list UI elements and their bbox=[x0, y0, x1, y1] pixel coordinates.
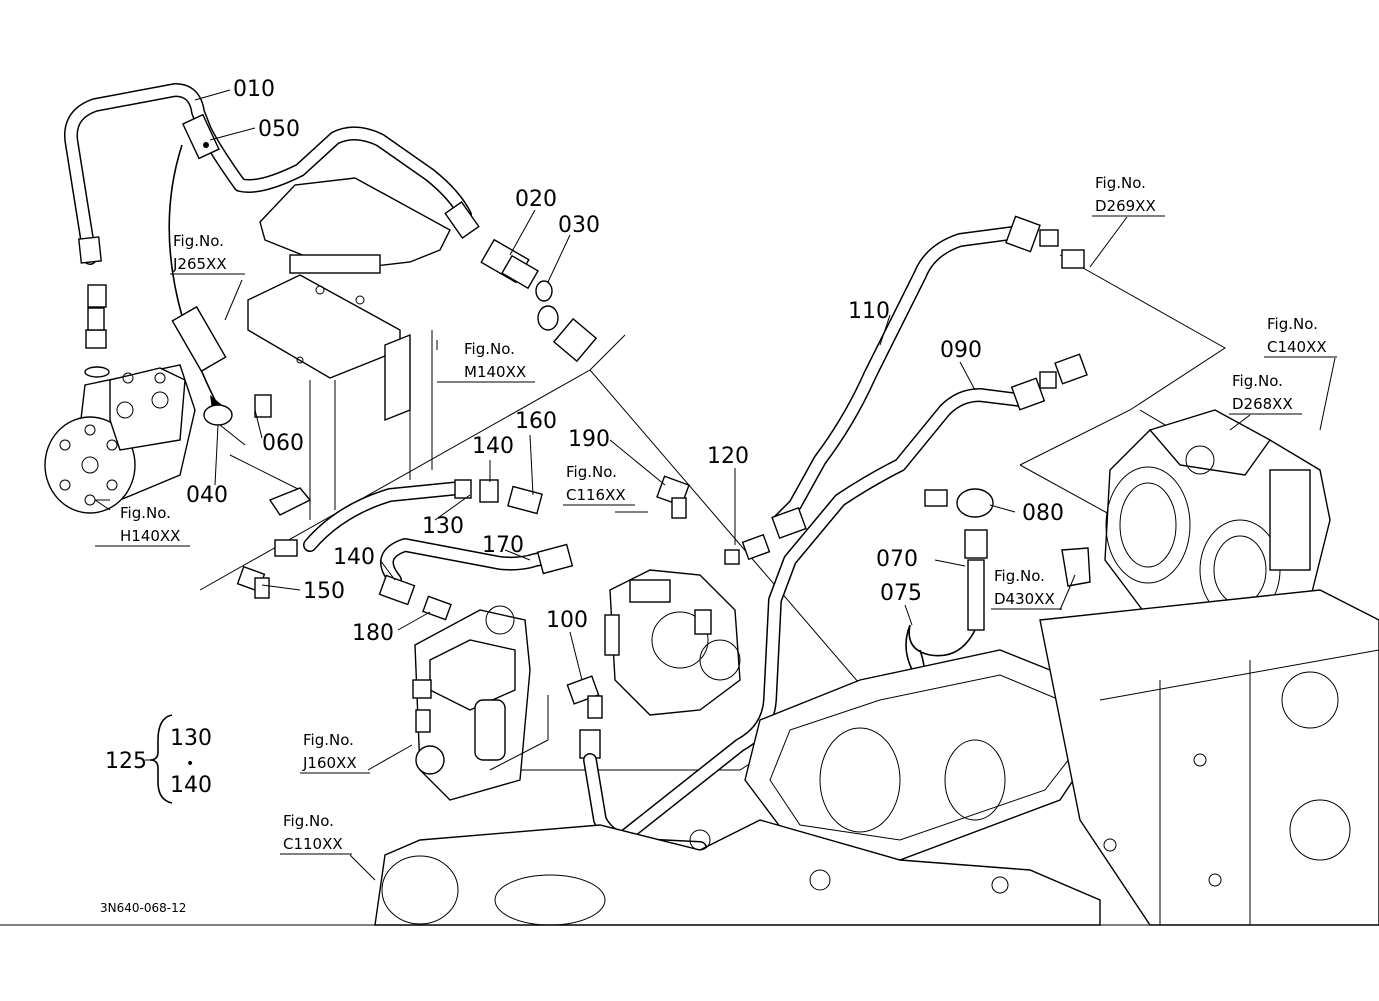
fitting-020-030 bbox=[480, 238, 598, 363]
fig-ref-j265: Fig.No. J265XX bbox=[170, 232, 245, 275]
fig-ref-h140: Fig.No. H140XX bbox=[95, 504, 190, 547]
fig-ref-label: Fig.No. bbox=[994, 567, 1045, 585]
drawing-code: 3N640-068-12 bbox=[100, 901, 186, 915]
fig-ref-d268: Fig.No. D268XX bbox=[1229, 372, 1302, 415]
part-label-080: 080 bbox=[1022, 501, 1064, 526]
part-label-150: 150 bbox=[303, 579, 345, 604]
fig-ref-j160: Fig.No. J160XX bbox=[300, 731, 370, 774]
fig-ref-code: H140XX bbox=[120, 527, 180, 545]
fig-ref-code: C110XX bbox=[283, 835, 343, 853]
part-label-110: 110 bbox=[848, 299, 890, 324]
fig-ref-code: C140XX bbox=[1267, 338, 1327, 356]
part-label-075: 075 bbox=[880, 581, 922, 606]
fig-ref-label: Fig.No. bbox=[464, 340, 515, 358]
pipe-070-080-075 bbox=[905, 488, 1091, 677]
part-label-030: 030 bbox=[558, 213, 600, 238]
bracket-125 bbox=[145, 714, 173, 804]
part-label-190: 190 bbox=[568, 427, 610, 452]
part-label-050: 050 bbox=[258, 117, 300, 142]
hose-130 bbox=[274, 479, 543, 557]
part-label-130: 130 bbox=[422, 514, 464, 539]
clip-040-060 bbox=[168, 144, 272, 446]
fig-ref-m140: Fig.No. M140XX bbox=[437, 340, 535, 383]
fig-ref-label: Fig.No. bbox=[1095, 174, 1146, 192]
fig-ref-code: D269XX bbox=[1095, 197, 1156, 215]
fig-ref-label: Fig.No. bbox=[120, 504, 171, 522]
fig-ref-code: M140XX bbox=[464, 363, 526, 381]
part-label-010: 010 bbox=[233, 77, 275, 102]
part-label-dot: • bbox=[186, 756, 194, 772]
part-label-040: 040 bbox=[186, 483, 228, 508]
leader-lines bbox=[94, 89, 1336, 881]
part-label-100: 100 bbox=[546, 608, 588, 633]
part-label-090: 090 bbox=[940, 338, 982, 363]
rear-casing bbox=[0, 819, 1379, 926]
part-label-140-group: 140 bbox=[170, 773, 212, 798]
part-label-160: 160 bbox=[515, 409, 557, 434]
part-label-125: 125 bbox=[105, 749, 147, 774]
fig-ref-label: Fig.No. bbox=[566, 463, 617, 481]
fig-ref-label: Fig.No. bbox=[173, 232, 224, 250]
part-label-180: 180 bbox=[352, 621, 394, 646]
fig-ref-code: J265XX bbox=[172, 255, 227, 273]
valve-block bbox=[412, 605, 531, 801]
part-label-060: 060 bbox=[262, 431, 304, 456]
fig-ref-c116: Fig.No. C116XX bbox=[563, 463, 635, 506]
fig-ref-label: Fig.No. bbox=[1232, 372, 1283, 390]
steering-unit bbox=[44, 284, 196, 514]
pipe-170 bbox=[378, 538, 574, 621]
fig-ref-d269: Fig.No. D269XX bbox=[1092, 174, 1165, 217]
fig-ref-code: D430XX bbox=[994, 590, 1055, 608]
pipe-010 bbox=[64, 83, 480, 265]
fig-ref-code: C116XX bbox=[566, 486, 626, 504]
part-label-140-upper: 140 bbox=[472, 434, 514, 459]
part-label-020: 020 bbox=[515, 187, 557, 212]
fig-ref-c110: Fig.No. C110XX bbox=[280, 812, 352, 855]
main-casing bbox=[744, 589, 1379, 926]
part-label-130-group: 130 bbox=[170, 726, 212, 751]
fig-ref-d430: Fig.No. D430XX bbox=[991, 567, 1062, 610]
fig-ref-code: D268XX bbox=[1232, 395, 1293, 413]
fig-ref-label: Fig.No. bbox=[283, 812, 334, 830]
part-label-140-middle: 140 bbox=[333, 545, 375, 570]
pipe-110 bbox=[724, 215, 1085, 565]
part-label-120: 120 bbox=[707, 444, 749, 469]
part-label-070: 070 bbox=[876, 547, 918, 572]
fig-ref-c140: Fig.No. C140XX bbox=[1264, 315, 1337, 358]
fig-ref-code: J160XX bbox=[302, 754, 357, 772]
mounting-bracket bbox=[247, 177, 451, 520]
control-valve bbox=[604, 475, 741, 716]
fig-ref-label: Fig.No. bbox=[1267, 315, 1318, 333]
fig-ref-label: Fig.No. bbox=[303, 731, 354, 749]
part-label-170: 170 bbox=[482, 533, 524, 558]
elbow-150 bbox=[236, 565, 270, 599]
